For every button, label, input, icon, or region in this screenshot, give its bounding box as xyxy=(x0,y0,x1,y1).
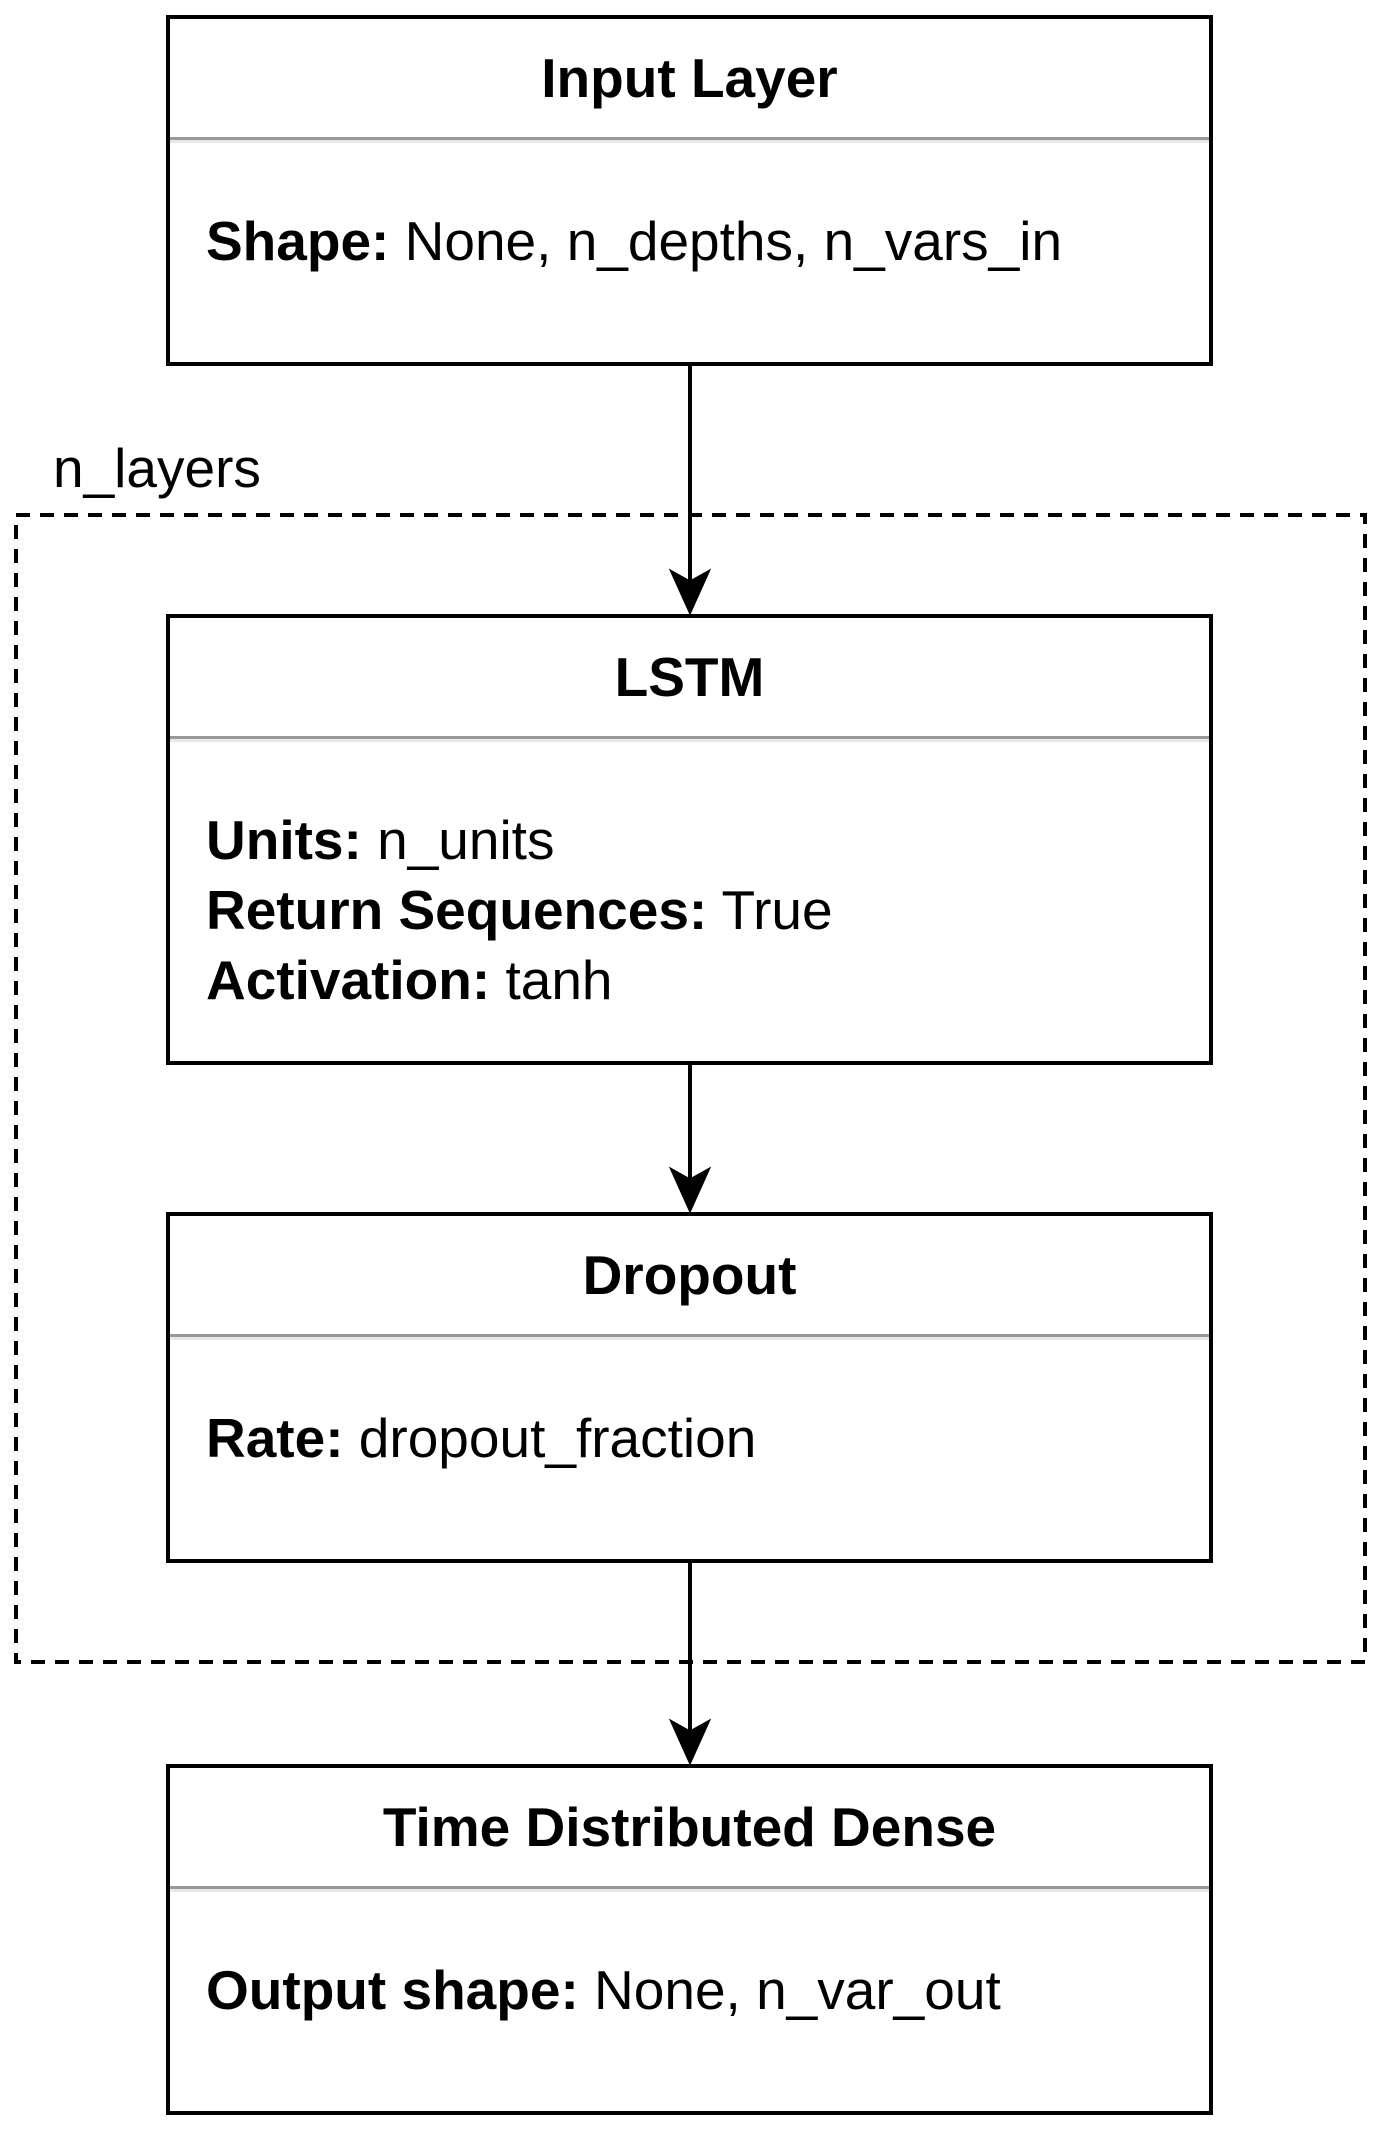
arrow-dropout-to-dense-head xyxy=(668,1718,712,1766)
time-distributed-dense-layer-box: Time Distributed Dense Output shape: Non… xyxy=(166,1764,1213,2115)
property-value: True xyxy=(707,879,833,941)
layer-title: Input Layer xyxy=(541,46,838,109)
layer-divider xyxy=(170,137,1209,143)
property-key: Rate: xyxy=(206,1407,344,1469)
property-key: Shape: xyxy=(206,210,390,272)
arrow-input-to-lstm-head xyxy=(668,568,712,616)
property-value: dropout_fraction xyxy=(343,1407,757,1469)
property-row: Return Sequences: True xyxy=(206,875,1189,945)
property-row: Activation: tanh xyxy=(206,945,1189,1015)
lstm-layer-box: LSTM Units: n_units Return Sequences: Tr… xyxy=(166,614,1213,1065)
layer-properties: Rate: dropout_fraction xyxy=(206,1403,1189,1473)
property-key: Return Sequences: xyxy=(206,879,708,941)
arrow-lstm-to-dropout-head xyxy=(668,1166,712,1214)
layer-properties: Output shape: None, n_var_out xyxy=(206,1955,1189,2025)
property-key: Units: xyxy=(206,809,362,871)
property-value: None, n_depths, n_vars_in xyxy=(389,210,1063,272)
property-value: None, n_var_out xyxy=(578,1959,1001,2021)
property-row: Rate: dropout_fraction xyxy=(206,1403,1189,1473)
property-key: Output shape: xyxy=(206,1959,579,2021)
property-value: n_units xyxy=(361,809,555,871)
property-key: Activation: xyxy=(206,949,491,1011)
property-row: Shape: None, n_depths, n_vars_in xyxy=(206,206,1189,276)
layer-properties: Shape: None, n_depths, n_vars_in xyxy=(206,206,1189,276)
n-layers-group-label: n_layers xyxy=(53,437,261,499)
layer-divider xyxy=(170,1886,1209,1892)
input-layer-box: Input Layer Shape: None, n_depths, n_var… xyxy=(166,15,1213,366)
layer-title: Dropout xyxy=(582,1243,797,1306)
property-value: tanh xyxy=(490,949,613,1011)
property-row: Output shape: None, n_var_out xyxy=(206,1955,1189,2025)
dropout-layer-box: Dropout Rate: dropout_fraction xyxy=(166,1212,1213,1563)
property-row: Units: n_units xyxy=(206,805,1189,875)
layer-properties: Units: n_units Return Sequences: True Ac… xyxy=(206,805,1189,1015)
layer-divider xyxy=(170,736,1209,742)
layer-divider xyxy=(170,1334,1209,1340)
layer-title: LSTM xyxy=(614,645,765,708)
layer-title: Time Distributed Dense xyxy=(382,1795,997,1858)
